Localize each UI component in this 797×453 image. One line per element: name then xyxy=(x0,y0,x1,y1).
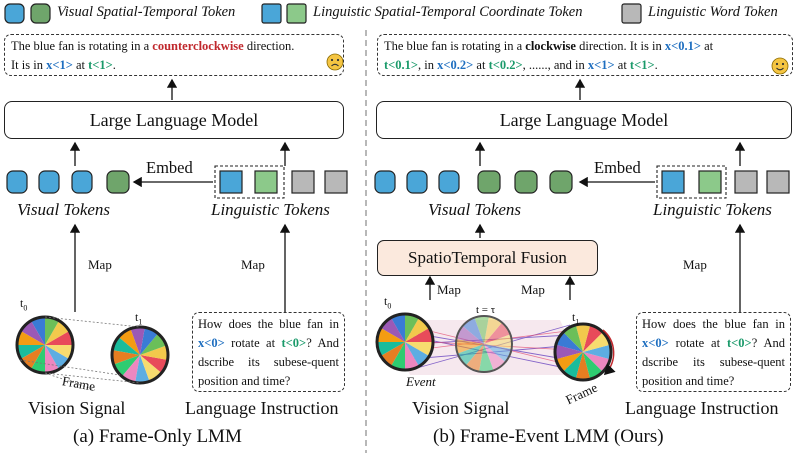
left-t0-label: t0 xyxy=(20,296,28,313)
right-linguistic-tokens xyxy=(656,165,790,199)
left-instruction-box: How does the blue fan in x<0> rotate at … xyxy=(192,312,345,392)
left-visual-tokens-label: Visual Tokens xyxy=(17,200,111,219)
left-map-label-1: Map xyxy=(88,257,112,272)
left-vision-signal-label: Vision Signal xyxy=(28,398,126,418)
right-instruction-box: How does the blue fan in x<0> rotate at … xyxy=(636,312,791,392)
right-visual-tokens xyxy=(374,170,573,194)
left-linguistic-tokens-label: Linguistic Tokens xyxy=(211,200,330,219)
left-t1-label: t1 xyxy=(135,310,143,327)
right-fan-t1 xyxy=(543,312,623,392)
right-output-text: The blue fan is rotating in a clockwise … xyxy=(377,34,793,76)
right-llm-box: Large Language Model xyxy=(376,101,792,139)
right-t1-label: t1 xyxy=(572,310,580,327)
legend-visual-label: Visual Spatial-Temporal Token xyxy=(57,4,236,20)
left-output-text: The blue fan is rotating in a counterclo… xyxy=(4,34,344,76)
right-arrows xyxy=(424,78,746,312)
right-linguistic-tokens-label: Linguistic Tokens xyxy=(653,200,772,219)
right-map-label-2: Map xyxy=(521,282,545,297)
left-language-instruction-label: Language Instruction xyxy=(185,398,339,418)
left-visual-tokens xyxy=(6,170,130,194)
right-event-label: Event xyxy=(406,374,436,389)
spatiotemporal-fusion-box: SpatioTemporal Fusion xyxy=(377,240,598,276)
right-t0-label: t0 xyxy=(384,294,392,311)
right-map-label-1: Map xyxy=(437,282,461,297)
legend-word-label: Linguistic Word Token xyxy=(648,4,778,20)
left-embed-label: Embed xyxy=(146,158,193,177)
left-map-label-2: Map xyxy=(241,257,265,272)
right-language-instruction-label: Language Instruction xyxy=(625,398,779,418)
right-fan-t0 xyxy=(375,312,435,372)
right-visual-tokens-label: Visual Tokens xyxy=(428,200,522,219)
legend-coord-label: Linguistic Spatial-Temporal Coordinate T… xyxy=(313,4,583,20)
right-vision-signal-label: Vision Signal xyxy=(412,398,510,418)
right-fan-tau xyxy=(448,308,520,380)
right-map-label-3: Map xyxy=(683,257,707,272)
left-frame-lines xyxy=(19,316,141,391)
right-caption: (b) Frame-Event LMM (Ours) xyxy=(433,426,664,447)
right-embed-label: Embed xyxy=(594,158,641,177)
right-tau-label: t = τ xyxy=(476,304,496,316)
happy-face-icon xyxy=(771,57,789,75)
left-linguistic-tokens xyxy=(214,165,348,199)
legend-swatches xyxy=(4,3,642,24)
left-caption: (a) Frame-Only LMM xyxy=(73,426,242,447)
left-fan-t1 xyxy=(100,315,180,395)
left-fan-t0 xyxy=(15,315,75,375)
left-arrows xyxy=(69,78,291,312)
left-llm-box: Large Language Model xyxy=(4,101,344,139)
